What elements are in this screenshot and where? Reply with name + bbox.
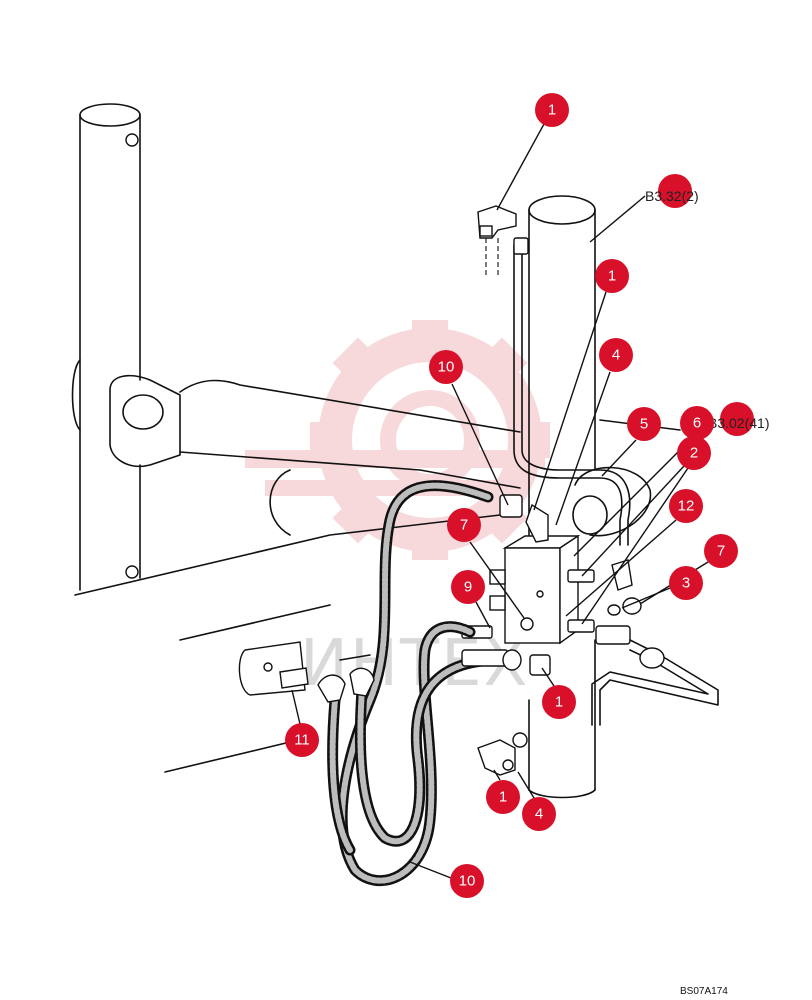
callout: 9 [451, 570, 485, 604]
leader-1-top [496, 123, 545, 211]
callout: 4 [522, 797, 556, 831]
reference-label: B3.02(41) [708, 415, 769, 431]
reference-b3-32: B3.32(2) [645, 174, 699, 208]
callout: 7 [447, 508, 481, 542]
machine-body [74, 514, 501, 773]
callout: 12 [669, 489, 703, 523]
leader-11 [291, 689, 301, 725]
leader-10-bottom [409, 861, 452, 879]
leader-2a [581, 465, 685, 577]
callout-number: 12 [678, 498, 695, 515]
leader-lines [291, 123, 709, 879]
reference-b3-02: B3.02(41) [708, 402, 769, 436]
callout: 1 [542, 685, 576, 719]
callout-number: 1 [555, 694, 563, 711]
leader-3 [621, 587, 671, 609]
pivot-bracket [109, 374, 181, 467]
callout: 6 [680, 406, 714, 440]
callout: 2 [677, 436, 711, 470]
callout: 3 [669, 566, 703, 600]
lower-fittings [279, 654, 551, 776]
callout: 1 [486, 780, 520, 814]
callout: 1 [595, 259, 629, 293]
callout: 5 [627, 407, 661, 441]
callout-number: 5 [640, 416, 648, 433]
callout: 4 [599, 338, 633, 372]
leader-ref-b3-32 [589, 195, 646, 243]
elbow-fitting-top [477, 205, 517, 239]
leader-6 [573, 439, 691, 557]
callout-number: 11 [294, 732, 310, 749]
callout-number: 3 [682, 575, 690, 592]
callout: 10 [450, 864, 484, 898]
callout-number: 9 [464, 579, 472, 596]
callout-number: 10 [438, 359, 455, 376]
callout: 7 [704, 534, 738, 568]
leader-12 [565, 519, 677, 617]
callout-number: 1 [499, 789, 507, 806]
callout-number: 4 [535, 806, 543, 823]
callout-number: 2 [690, 445, 698, 462]
callout-number: 10 [459, 873, 476, 890]
callout: 1 [535, 93, 569, 127]
leader-9 [475, 601, 491, 629]
callout-number: 1 [608, 268, 616, 285]
callout: 10 [429, 350, 463, 384]
hose-assembly-main [336, 480, 494, 886]
callout-number: 1 [548, 102, 556, 119]
left-cylinder [71, 103, 141, 591]
upper-tube [485, 237, 631, 546]
callout: 11 [285, 723, 319, 757]
reference-label: B3.32(2) [645, 188, 699, 204]
right-cylinder [528, 195, 596, 799]
leader-5 [601, 439, 637, 477]
right-pipes [591, 639, 719, 726]
leader-4-bottom [517, 771, 535, 799]
leader-1-upper [533, 291, 607, 511]
leader-1-lower [541, 667, 555, 687]
leader-1-bottom [493, 769, 501, 781]
callout-number: 6 [693, 415, 701, 432]
figure-code: BS07A174 [680, 986, 728, 997]
hose-assembly-secondary [317, 649, 522, 856]
watermark-logo [245, 320, 550, 560]
callout-number: 4 [612, 347, 620, 364]
leader-2b [581, 467, 689, 625]
valve-block [489, 503, 581, 645]
callout-number: 7 [717, 543, 725, 560]
leader-4-upper [555, 371, 611, 526]
callout-number: 7 [460, 517, 468, 534]
leader-10-upper [451, 383, 509, 506]
leader-7-left [469, 541, 525, 619]
